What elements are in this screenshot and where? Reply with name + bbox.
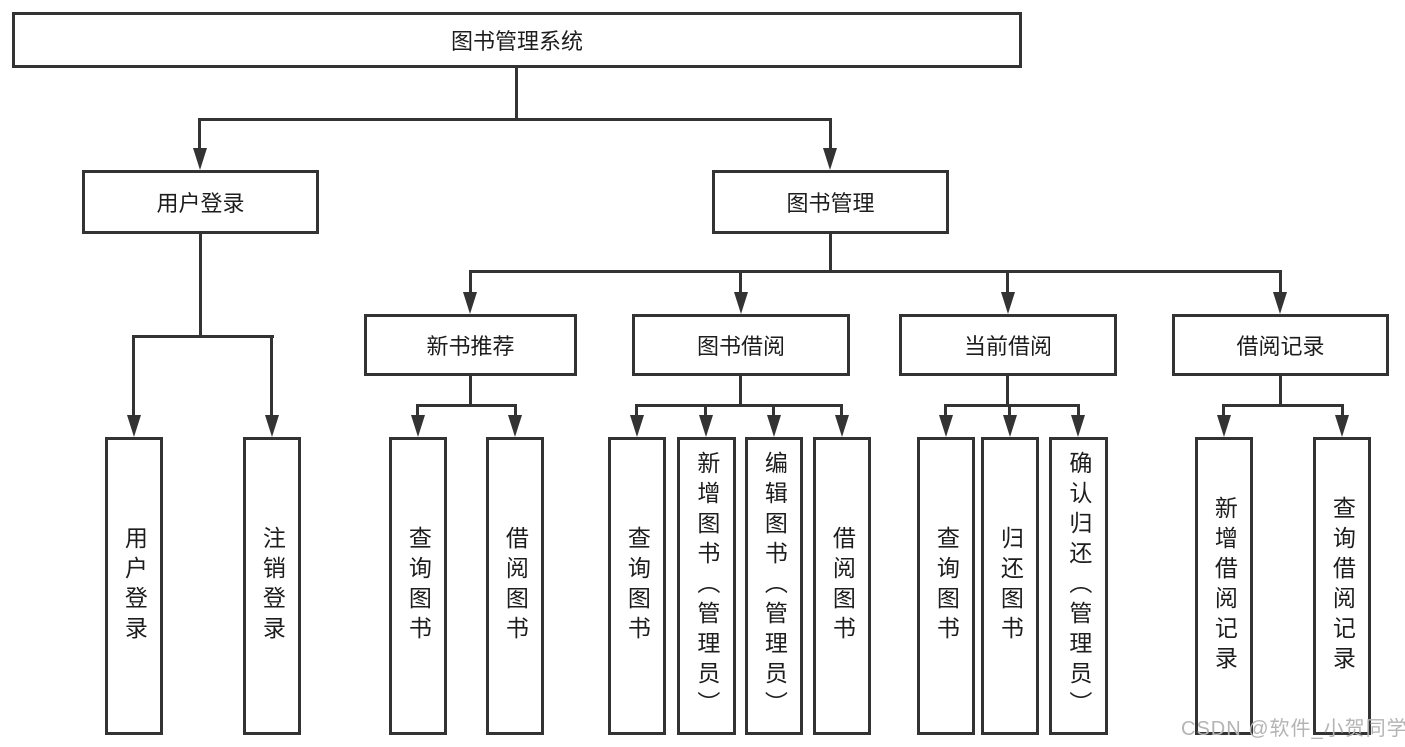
connector-cb-stem [1006, 376, 1009, 407]
node-user-login: 用户登录 [82, 170, 319, 234]
connector-leaf-drop [416, 404, 419, 420]
arrow-down-icon [734, 292, 748, 314]
connector-br-stem [1279, 376, 1282, 407]
connector-userlogin-drop [198, 118, 201, 154]
arrow-down-icon [939, 415, 953, 437]
arrow-down-icon [127, 415, 141, 437]
connector-leaf-drop [772, 404, 775, 420]
arrow-down-icon [1003, 415, 1017, 437]
leaf-br-add-record: 新增借阅记录 [1195, 437, 1253, 735]
connector-leaf-drop [270, 335, 273, 420]
leaf-bb-edit-books-admin: 编辑图书（管理员） [745, 437, 803, 735]
leaf-br-query-record: 查询借阅记录 [1313, 437, 1371, 735]
connector-br-rail [1222, 404, 1344, 407]
connector-root-rail [198, 118, 832, 121]
leaf-label: 归还图书 [997, 526, 1024, 646]
leaf-user-login: 用户登录 [105, 437, 163, 735]
connector-bookmgmt-drop [829, 118, 832, 154]
node-borrowing-records-label: 借阅记录 [1236, 334, 1325, 359]
connector-bookmgmt-rail [469, 270, 1282, 273]
connector-leaf-drop [1222, 404, 1225, 420]
leaf-logout-login: 注销登录 [243, 437, 301, 735]
connector-leaf-drop [1008, 404, 1011, 420]
arrow-down-icon [411, 415, 425, 437]
node-book-borrowing-label: 图书借阅 [696, 334, 785, 359]
connector-leaf-drop [944, 404, 947, 420]
leaf-label: 查询图书 [405, 526, 432, 646]
connector-userlogin-stem [199, 234, 202, 338]
leaf-label: 查询借阅记录 [1329, 496, 1356, 676]
leaf-nbr-borrow-books: 借阅图书 [486, 437, 544, 735]
arrow-down-icon [835, 415, 849, 437]
leaf-label: 确认归还（管理员） [1065, 451, 1092, 721]
connector-root-stem [515, 67, 518, 120]
connector-cb-rail [944, 404, 1080, 407]
node-book-management: 图书管理 [712, 170, 949, 234]
node-root: 图书管理系统 [12, 12, 1022, 68]
connector-bookmgmt-stem [829, 234, 832, 273]
connector-leaf-drop [132, 335, 135, 420]
node-new-book-recommend-label: 新书推荐 [426, 334, 515, 359]
arrow-down-icon [699, 415, 713, 437]
node-root-label: 图书管理系统 [450, 29, 583, 54]
leaf-cb-confirm-return-admin: 确认归还（管理员） [1049, 437, 1108, 735]
arrow-down-icon [1335, 415, 1349, 437]
node-book-borrowing: 图书借阅 [632, 314, 850, 376]
node-book-management-label: 图书管理 [786, 191, 875, 216]
connector-userlogin-rail [132, 335, 274, 338]
arrow-down-icon [1001, 292, 1015, 314]
arrow-down-icon [823, 148, 837, 170]
csdn-watermark: CSDN @软件_小贺同学 [1181, 718, 1405, 740]
leaf-label: 新增图书（管理员） [693, 451, 720, 721]
arrow-down-icon [1071, 415, 1085, 437]
connector-leaf-drop [840, 404, 843, 420]
connector-leaf-drop [1077, 404, 1080, 420]
leaf-bb-query-books: 查询图书 [608, 437, 666, 735]
arrow-down-icon [463, 292, 477, 314]
leaf-cb-query-books: 查询图书 [917, 437, 975, 735]
connector-leaf-drop [514, 404, 517, 420]
connector-nbr-stem [469, 376, 472, 407]
node-user-login-label: 用户登录 [156, 191, 245, 216]
node-current-borrowing: 当前借阅 [899, 314, 1117, 376]
leaf-label: 查询图书 [933, 526, 960, 646]
node-current-borrowing-label: 当前借阅 [963, 334, 1052, 359]
connector-l3-drop [1006, 270, 1009, 296]
leaf-bb-add-books-admin: 新增图书（管理员） [677, 437, 736, 735]
connector-l3-drop [469, 270, 472, 296]
leaf-label: 用户登录 [121, 526, 148, 646]
leaf-label: 查询图书 [624, 526, 651, 646]
leaf-label: 新增借阅记录 [1211, 496, 1238, 676]
leaf-label: 注销登录 [259, 526, 286, 646]
connector-leaf-drop [635, 404, 638, 420]
connector-leaf-drop [1341, 404, 1344, 420]
arrow-down-icon [1273, 292, 1287, 314]
connector-l3-drop [1279, 270, 1282, 296]
leaf-label: 编辑图书（管理员） [761, 451, 788, 721]
leaf-nbr-query-books: 查询图书 [389, 437, 447, 735]
arrow-down-icon [508, 415, 522, 437]
connector-bb-stem [739, 376, 742, 407]
arrow-down-icon [193, 148, 207, 170]
connector-leaf-drop [704, 404, 707, 420]
leaf-label: 借阅图书 [829, 526, 856, 646]
arrow-down-icon [1217, 415, 1231, 437]
connector-bb-rail [635, 404, 843, 407]
node-new-book-recommend: 新书推荐 [364, 314, 577, 376]
arrow-down-icon [767, 415, 781, 437]
leaf-label: 借阅图书 [502, 526, 529, 646]
node-borrowing-records: 借阅记录 [1172, 314, 1389, 376]
leaf-cb-return-books: 归还图书 [981, 437, 1039, 735]
connector-nbr-rail [416, 404, 517, 407]
connector-l3-drop [739, 270, 742, 296]
arrow-down-icon [630, 415, 644, 437]
arrow-down-icon [265, 415, 279, 437]
leaf-bb-borrow-books: 借阅图书 [813, 437, 871, 735]
